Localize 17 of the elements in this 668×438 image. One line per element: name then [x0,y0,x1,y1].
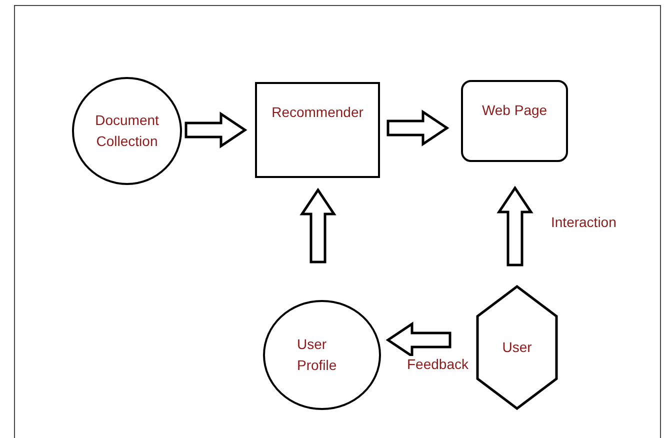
hexagon-node [476,285,558,410]
node-label: User [502,338,532,357]
rounded-box [461,80,568,162]
block-arrow [184,112,248,148]
ellipse-node [72,77,182,185]
ellipse-node [263,300,381,410]
edge-label: Interaction [551,214,616,230]
block-arrow [300,188,336,264]
node-label: User Profile [297,335,338,375]
block-arrow [386,322,452,358]
block-arrow [496,186,534,266]
edge-label: Feedback [407,356,468,372]
process-box [255,82,380,178]
node-label: Document Collection [94,111,160,151]
node-label: Recommender [272,103,364,122]
node-label: Web Page [482,101,548,120]
block-arrow [386,110,450,146]
